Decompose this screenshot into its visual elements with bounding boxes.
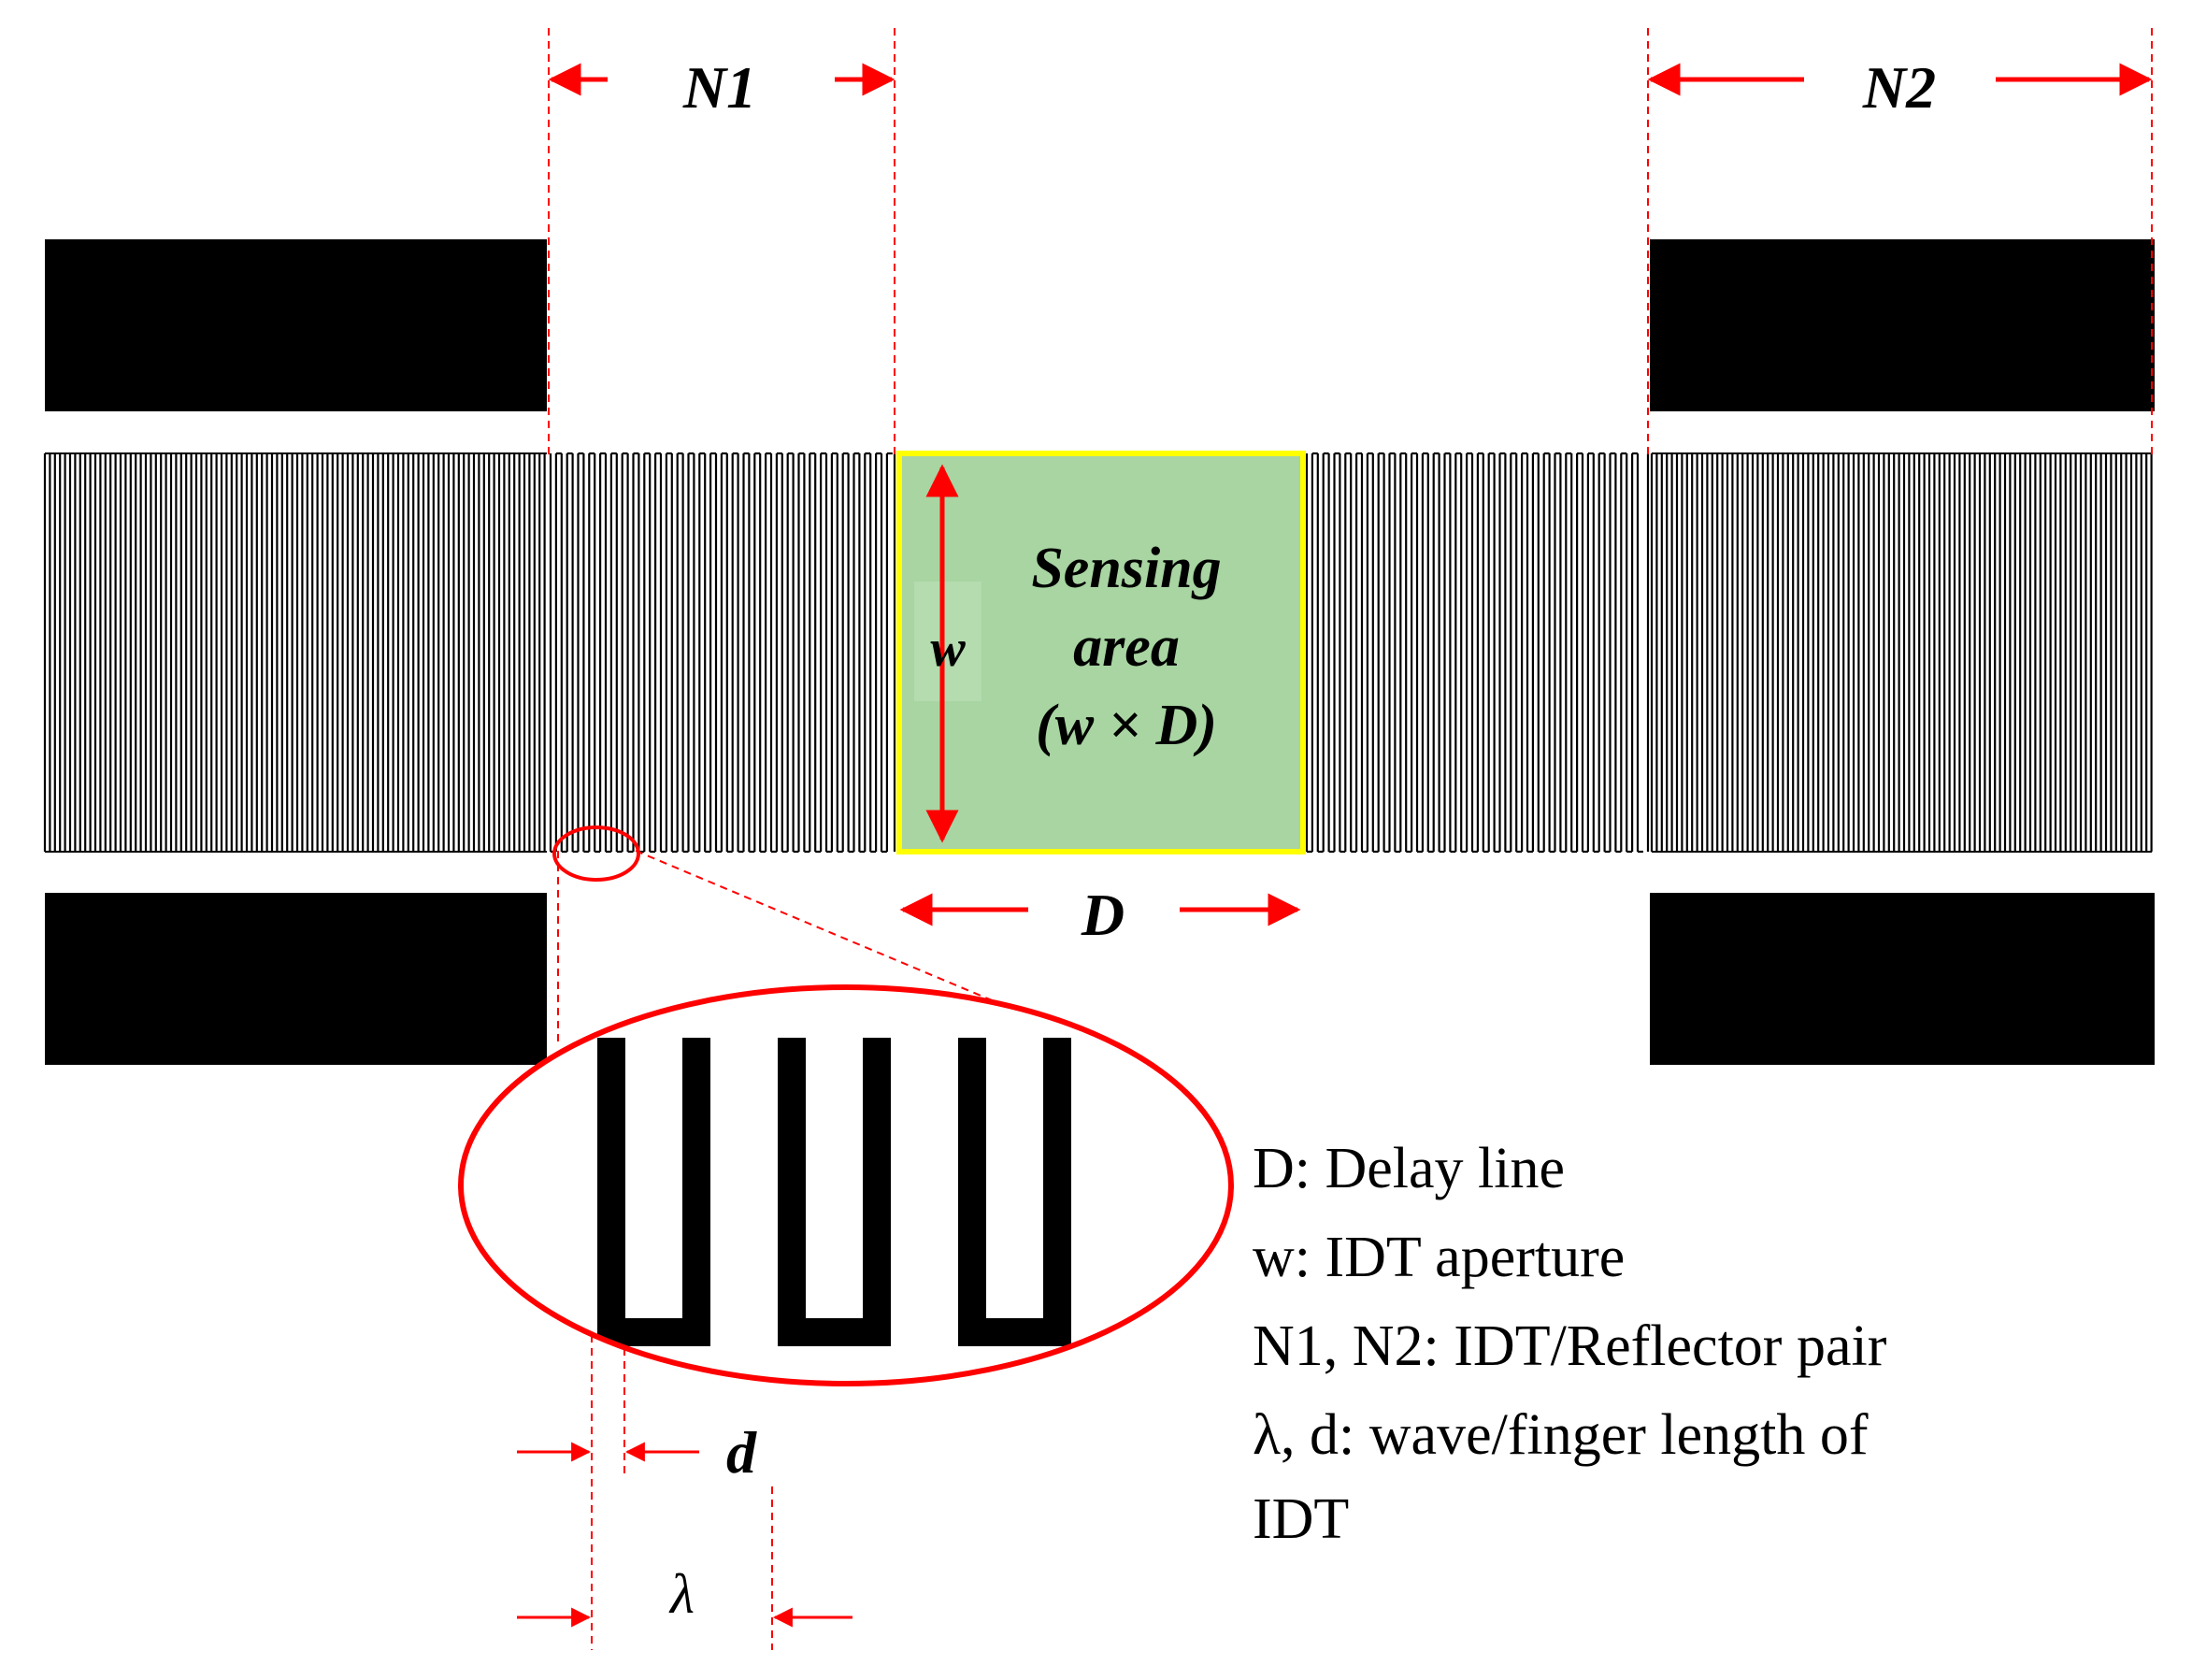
left-bottom-pad [45, 893, 547, 1065]
zoomed-fingers [597, 1038, 1071, 1346]
input-idt-fingers [549, 452, 896, 854]
left-reflector-fingers [43, 452, 547, 853]
legend-item-idt-reflector-pair: N1, N2: IDT/Reflector pair [1253, 1314, 1887, 1378]
zoom-connector [635, 850, 1015, 1011]
left-top-pad [45, 239, 547, 411]
right-bottom-pad [1650, 893, 2155, 1065]
sensing-area-line3: (w × D) [1036, 694, 1217, 757]
sensing-area-line1: Sensing [1031, 537, 1221, 600]
d-delay-label: D [1081, 882, 1125, 948]
d-finger-label: d [726, 1419, 757, 1486]
sensing-area-line2: area [1073, 615, 1180, 679]
right-top-pad [1650, 239, 2155, 411]
right-reflector-fingers [1650, 452, 2153, 853]
legend-item-wave-finger-length: λ, d: wave/finger length of [1253, 1403, 1869, 1467]
finger-highlight-ellipse [552, 826, 640, 882]
legend: D: Delay line w: IDT aperture N1, N2: ID… [1253, 1137, 1887, 1551]
lambda-label: λ [668, 1563, 695, 1625]
w-label: w [930, 620, 966, 678]
legend-item-delay-line: D: Delay line [1253, 1137, 1565, 1200]
n1-label: N1 [682, 54, 756, 121]
zoom-ellipse-background [461, 987, 1231, 1384]
n2-label: N2 [1862, 54, 1936, 121]
zoom-ellipse [458, 984, 1234, 1386]
output-idt-fingers [1305, 452, 1650, 854]
legend-item-idt: IDT [1253, 1487, 1349, 1551]
legend-item-idt-aperture: w: IDT aperture [1253, 1226, 1625, 1289]
